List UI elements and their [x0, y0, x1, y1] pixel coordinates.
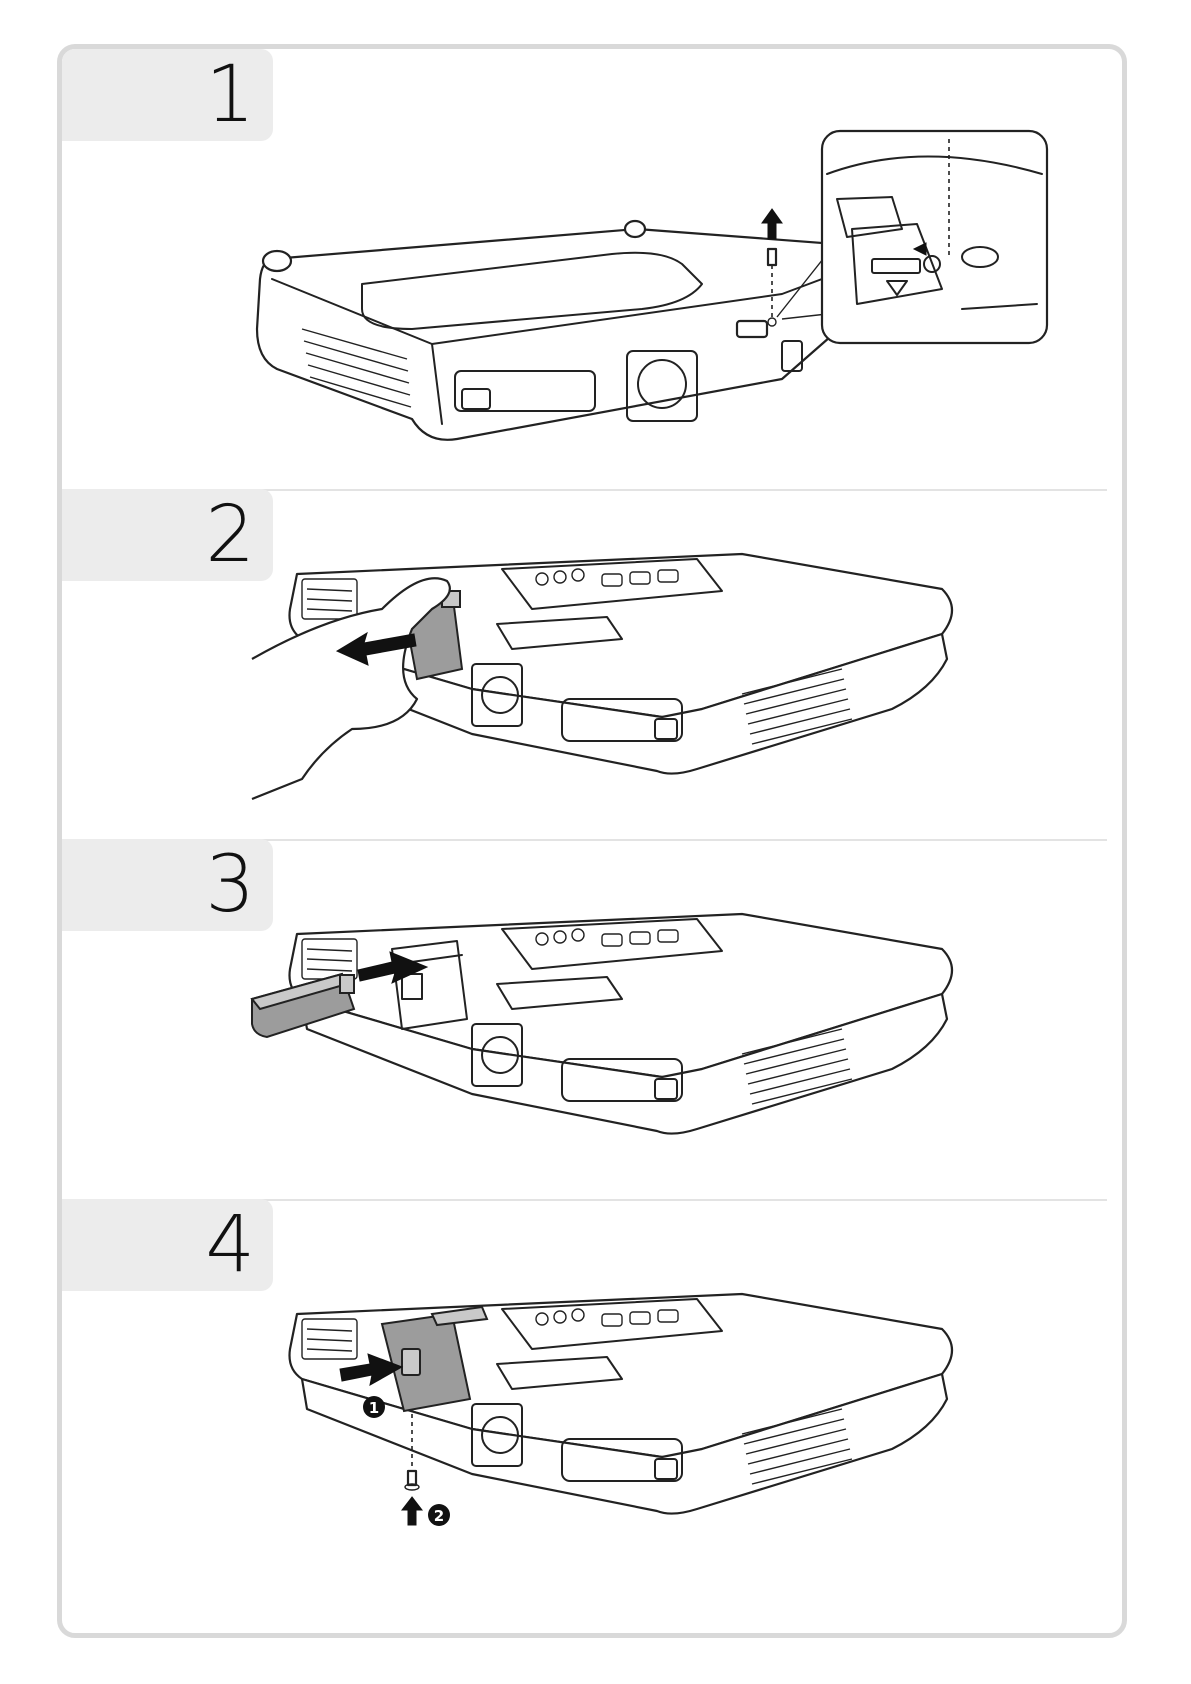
- step-1-illustration: [242, 79, 1122, 479]
- step-1: 1: [62, 49, 1122, 489]
- step-2-illustration: [242, 509, 1122, 839]
- callout-marker-2: 2: [434, 1507, 444, 1525]
- step-3-illustration: [242, 859, 1122, 1199]
- callout-marker-1: 1: [369, 1399, 379, 1417]
- step-4: 4: [62, 1199, 1122, 1639]
- instruction-frame: 1: [57, 44, 1127, 1638]
- step-3: 3: [62, 839, 1122, 1199]
- step-2: 2: [62, 489, 1122, 839]
- step-4-illustration: 1 2: [242, 1219, 1122, 1619]
